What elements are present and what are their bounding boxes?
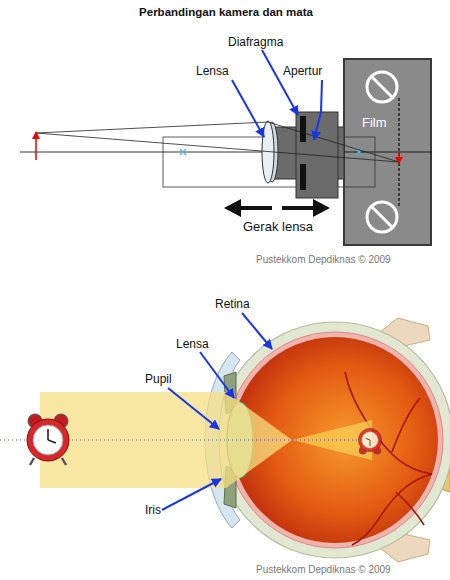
clock-hand: [48, 440, 56, 443]
light-ray: [36, 133, 399, 162]
part-label: Diafragma: [228, 35, 283, 49]
clock-face: [33, 425, 63, 455]
blood-vessel: [396, 492, 424, 525]
part-label: Retina: [215, 297, 250, 311]
spool-slash: [371, 76, 393, 98]
motion-arrow: [282, 206, 316, 210]
light-beam: [40, 392, 292, 488]
diaphragm-blade: [300, 116, 306, 142]
part-label: Apertur: [283, 64, 322, 78]
spool-symbol: [367, 202, 397, 232]
light-ray: [36, 122, 399, 162]
part-label: Iris: [145, 503, 161, 517]
clock-body: [358, 428, 381, 451]
motion-label: Gerak lensa: [243, 220, 313, 234]
camera-leaders: [232, 50, 322, 140]
motion-arrowhead: [313, 199, 330, 217]
diaphragm-blade: [300, 164, 306, 190]
optical-axis: [20, 152, 432, 153]
blood-vessels: [345, 372, 432, 545]
film-plane: [398, 98, 399, 206]
part-label: Lensa: [196, 64, 229, 78]
clock-hand: [47, 429, 49, 440]
leader-line: [162, 479, 221, 510]
eye-leaders: [162, 313, 272, 510]
leader-line: [314, 80, 322, 140]
leader-line: [232, 80, 264, 137]
film-label: Film: [362, 115, 387, 130]
lens-motion-arrows: [224, 199, 330, 217]
diagram-title: Perbandingan kamera dan mata: [0, 5, 450, 19]
watermark: Pustekkom Depdiknas © 2009: [256, 563, 391, 577]
film-spool-symbols: [367, 72, 397, 232]
clock-body: [27, 419, 69, 461]
watermark: Pustekkom Depdiknas © 2009: [256, 253, 391, 267]
inverted-clock-image: [358, 428, 381, 454]
leader-line: [168, 388, 219, 429]
object-arrowhead: [32, 131, 40, 139]
light-rays: [36, 122, 399, 162]
clock-leg: [62, 458, 66, 465]
focal-mark: [180, 149, 186, 155]
motion-arrowhead: [224, 199, 241, 217]
leader-line: [262, 50, 298, 115]
clock-face: [362, 432, 379, 449]
alarm-clock: [27, 414, 69, 465]
part-label: Lensa: [176, 337, 209, 351]
part-label: Pupil: [145, 372, 172, 386]
clock-hand: [370, 440, 371, 446]
motion-arrow: [238, 206, 272, 210]
leader-line: [200, 352, 234, 398]
blood-vessel: [392, 398, 420, 452]
leader-line: [242, 313, 272, 349]
blood-vessel: [345, 372, 432, 474]
blood-vessel: [352, 474, 432, 545]
clock-leg: [30, 458, 34, 465]
spool-slash: [371, 206, 393, 228]
object-arrow: [35, 137, 37, 160]
clock-hand: [366, 438, 370, 440]
image-arrowhead: [395, 157, 403, 164]
spool-symbol: [367, 72, 397, 102]
focal-mark: [180, 149, 186, 155]
